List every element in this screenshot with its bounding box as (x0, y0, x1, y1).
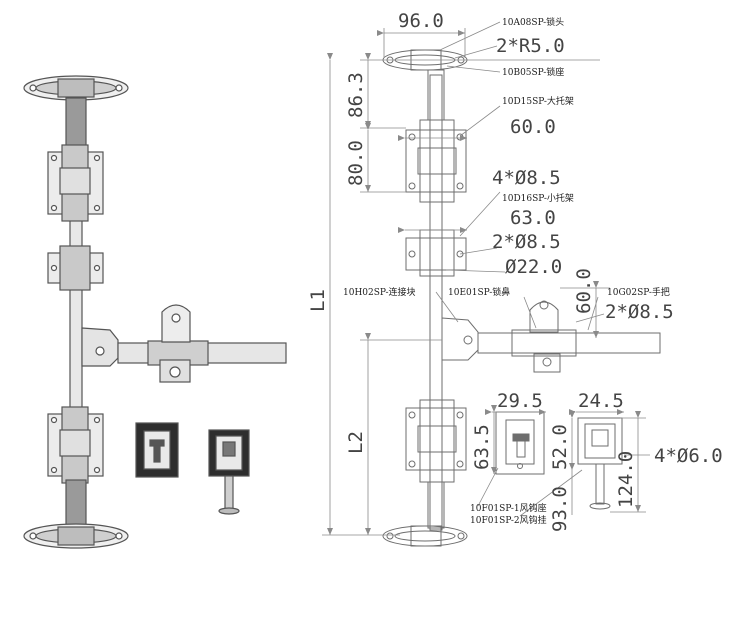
label-large-bracket: 10D15SP-大托架 (502, 95, 574, 107)
line-drawing (382, 49, 661, 547)
upper-large-bracket (47, 144, 104, 222)
handle-assembly (81, 304, 287, 383)
dim-4phi8-5: 4*Ø8.5 (492, 167, 561, 189)
dim-l1: L1 (307, 289, 329, 312)
dim-60: 60.0 (510, 116, 556, 138)
rod-outline (429, 74, 443, 531)
lower-large-bracket (47, 406, 104, 484)
label-hook-seat: 10F01SP-1风钩座 (470, 502, 547, 514)
dim-l2: L2 (345, 431, 367, 454)
dim-86-3: 86.3 (345, 72, 367, 118)
hook-hanger-shaded (208, 429, 250, 515)
dimension-labels: 96.0 2*R5.0 86.3 60.0 80.0 4*Ø8.5 63.0 2… (307, 10, 723, 532)
dim-2phi8-5-a: 2*Ø8.5 (492, 231, 561, 253)
dim-63: 63.0 (510, 207, 556, 229)
label-lock-head: 10A08SP-锁头 (502, 16, 564, 28)
assembly-view (23, 75, 287, 549)
dim-96: 96.0 (398, 10, 444, 32)
dim-124: 124.0 (615, 451, 637, 508)
dim-24-5: 24.5 (578, 390, 624, 412)
dim-2phi8-5-b: 2*Ø8.5 (605, 301, 674, 323)
label-connector: 10H02SP-连接块 (343, 286, 416, 298)
dimension-lines (322, 21, 650, 536)
hook-seat-outline (495, 411, 545, 475)
dim-4phi6: 4*Ø6.0 (654, 445, 723, 467)
label-hook: 10F01SP-2风钩挂 (470, 514, 547, 526)
top-lock-head (23, 75, 129, 149)
label-lock-nose: 10E01SP-锁鼻 (448, 286, 510, 298)
dim-29-5: 29.5 (497, 390, 543, 412)
hook-seat-shaded (135, 422, 179, 478)
label-lock-seat: 10B05SP-锁座 (502, 66, 564, 78)
dim-52: 52.0 (549, 424, 571, 470)
bottom-lock-head (23, 479, 129, 549)
part-labels: 10A08SP-锁头 10B05SP-锁座 10D15SP-大托架 10D16S… (343, 16, 670, 526)
label-small-bracket: 10D16SP-小托架 (502, 192, 574, 204)
dim-phi22: Ø22.0 (505, 256, 562, 278)
small-bracket (47, 245, 104, 291)
label-handle: 10G02SP-手把 (607, 286, 670, 298)
dim-2r5: 2*R5.0 (496, 35, 565, 57)
dim-80: 80.0 (345, 140, 367, 186)
dim-93: 93.0 (549, 486, 571, 532)
dim-63-5: 63.5 (471, 424, 493, 470)
dim-60-vertical: 60.0 (573, 268, 595, 314)
